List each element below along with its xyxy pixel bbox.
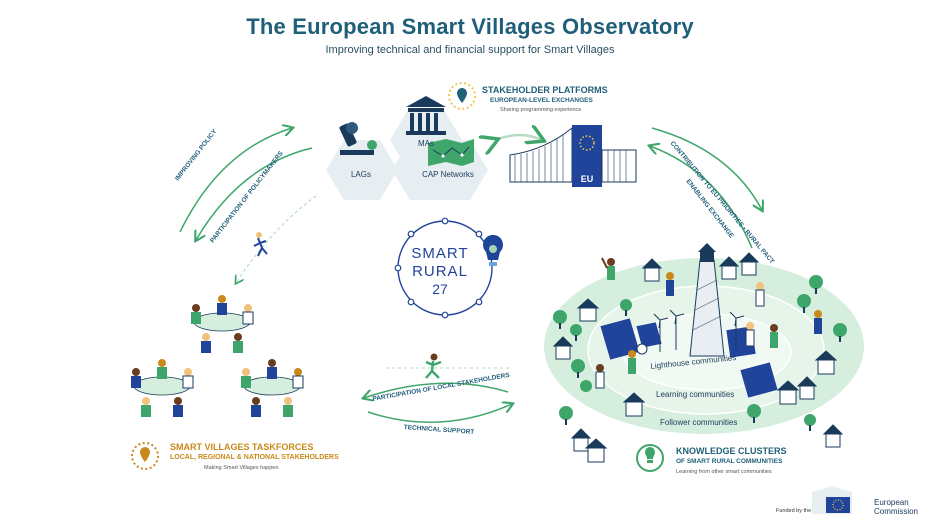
hexagon-cluster: [326, 96, 488, 200]
map-icon: [428, 139, 474, 166]
contribution-eu-arrow: [651, 127, 762, 210]
stakeholder-platforms-note: Sharing programming experience: [500, 107, 582, 113]
dashed-path-left: [236, 195, 317, 283]
eu-label: EU: [580, 174, 594, 184]
trees: [553, 275, 847, 431]
clusters-note: Learning from other smart communities: [676, 469, 772, 475]
technical-support-arrow: [367, 404, 512, 423]
stakeholder-platforms-subtitle: EUROPEAN-LEVEL EXCHANGES: [490, 97, 593, 104]
running-person-icon-left: [253, 232, 268, 257]
ring-label-follower: Follower communities: [660, 418, 738, 427]
hex-label-lags: LAGs: [350, 170, 371, 179]
taskforces-note: Making Smart Villages happen: [204, 465, 279, 471]
building-icon: [406, 96, 446, 135]
taskforces-icon: [131, 442, 159, 470]
village-houses: [552, 252, 844, 463]
taskforces-subtitle: LOCAL, REGIONAL & NATIONAL STAKEHOLDERS: [170, 454, 339, 461]
taskforces-title: SMART VILLAGES TASKFORCES: [170, 442, 314, 452]
ring-label-learning: Learning communities: [656, 390, 735, 399]
logo-text-smart: SMART: [411, 245, 469, 262]
smart-rural-logo-ring: [394, 217, 504, 319]
clusters-subtitle: OF SMART RURAL COMMUNITIES: [676, 458, 783, 465]
clusters-title: KNOWLEDGE CLUSTERS: [676, 446, 787, 456]
table-top: [191, 295, 254, 353]
stakeholder-platforms-icon: [448, 82, 476, 110]
hex-label-cap: CAP Networks: [422, 170, 474, 179]
logo-text-rural: RURAL: [412, 263, 468, 280]
page-title: The European Smart Villages Observatory: [246, 14, 694, 39]
table-right: [241, 359, 304, 417]
ec-line1: European: [874, 498, 909, 507]
lightbulb-icon: [483, 234, 504, 266]
ec-line2: Commission: [874, 507, 919, 516]
microscope-icon: [339, 122, 377, 155]
knowledge-clusters-icon: [636, 444, 664, 472]
table-left: [131, 359, 194, 417]
page-subtitle: Improving technical and financial suppor…: [325, 44, 615, 56]
eu-building: [509, 125, 637, 187]
cluster-people: [595, 257, 822, 389]
exchange-double-arrow: [496, 135, 542, 140]
funded-by-text: Funded by the: [776, 508, 812, 514]
hex-label-mas: MAs: [418, 139, 434, 148]
knowledge-cluster-area: [544, 243, 864, 434]
logo-text-27: 27: [432, 281, 448, 297]
running-person-icon-bottom: [425, 353, 442, 379]
participation-local-arrow: [364, 382, 509, 398]
enabling-exchange-arrow: [650, 146, 753, 249]
improving-policy-arrow: [179, 128, 292, 233]
participation-policymakers-arrow: [196, 147, 313, 240]
stakeholder-platforms-title: STAKEHOLDER PLATFORMS: [482, 85, 608, 95]
taskforce-tables: [131, 295, 304, 417]
eu-flag-icon: [812, 486, 852, 514]
